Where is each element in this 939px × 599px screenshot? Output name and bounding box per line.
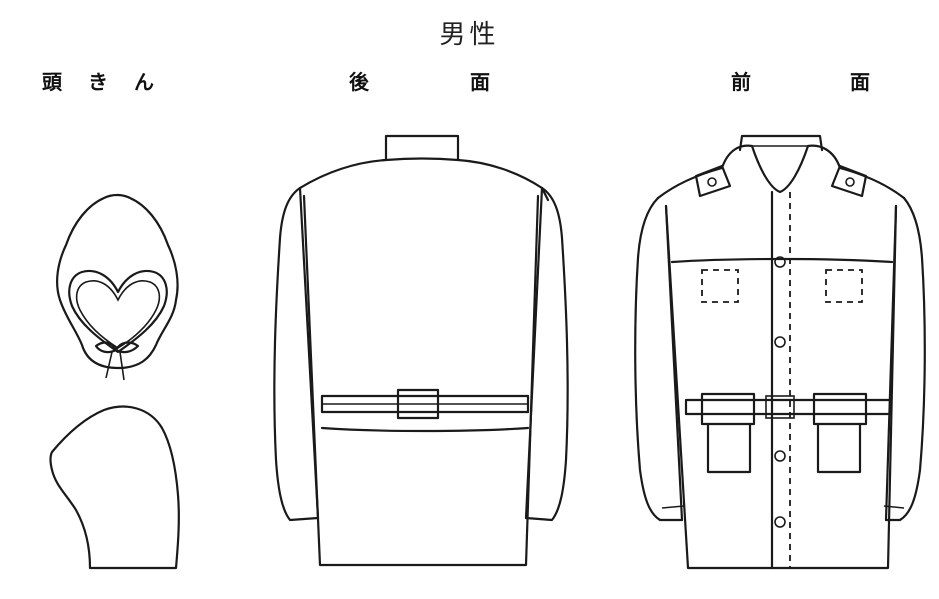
back-caption-char-2: 面 (470, 70, 490, 94)
hood-caption-char-3: ん (134, 70, 154, 94)
hood-caption-char-1: 頭 (42, 70, 62, 94)
jacket-back-drawing (273, 134, 569, 567)
diagram-title: 男性 (439, 20, 500, 50)
hood-front-drawing (56, 193, 179, 381)
hood-caption: 頭きん (42, 66, 180, 95)
hood-side-drawing (49, 405, 180, 570)
back-caption-char-1: 後 (349, 70, 369, 94)
jacket-front-drawing (634, 134, 926, 570)
front-caption-char-1: 前 (731, 70, 751, 94)
front-caption-char-2: 面 (850, 70, 870, 94)
hood-caption-char-2: き (88, 70, 108, 94)
